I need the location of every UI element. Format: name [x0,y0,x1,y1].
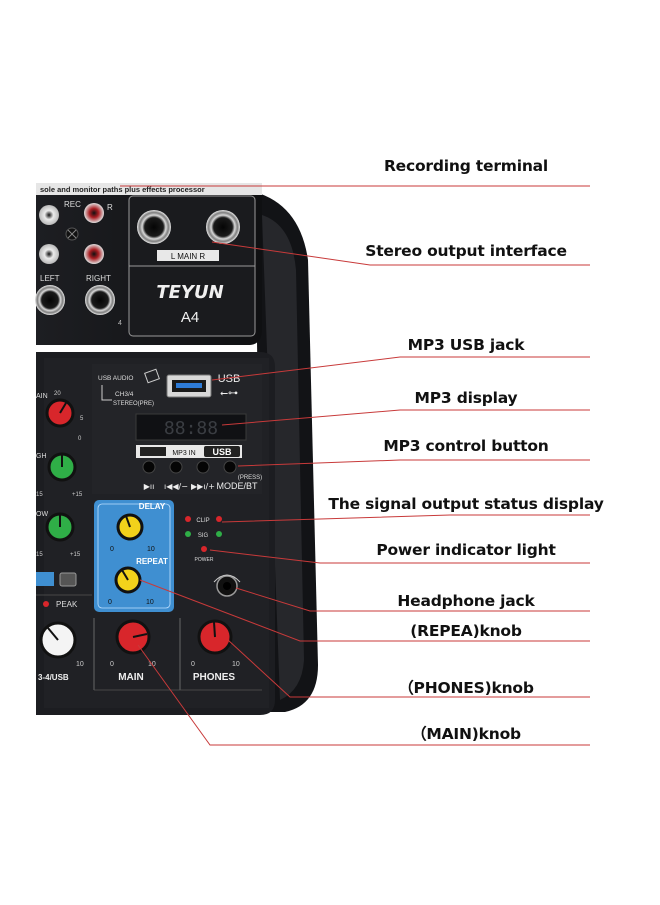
delay-label: DELAY [139,502,166,511]
usb-badge: USB [212,447,232,457]
low-scale-left: 15 [36,552,43,558]
ch4-label: 4 [118,320,122,327]
peak-label: PEAK [56,600,78,609]
repeat-scale-10: 10 [146,599,154,606]
callout-signal-status: The signal output status display [328,495,604,513]
callout-mp3-control-button: MP3 control button [383,437,549,455]
sig-label: SIG [198,533,209,539]
rca-rec-jacks [39,203,104,264]
line-signal-status [221,514,590,523]
callout-power-indicator: Power indicator light [376,541,556,559]
repeat-scale-0: 0 [108,599,112,606]
callout-mp3-display: MP3 display [414,389,518,407]
power-led [201,546,207,552]
brand-logo: TEYUN [156,282,223,303]
high-scale-left: 15 [36,492,43,498]
callout-repea-knob: (REPEA)knob [410,622,522,640]
mp3-control-buttons[interactable] [142,460,237,474]
main-scale-0: 0 [110,661,114,668]
line-repea-knob [139,579,590,642]
line-stereo-output [211,241,590,266]
rec-r-label: R [107,203,113,212]
phones-scale-10: 10 [232,661,240,668]
low-scale-right: +15 [70,552,81,558]
callout-headphone-jack: Headphone jack [397,592,535,610]
ch34-label: CH3/4 [115,391,134,398]
rec-label: REC [64,200,81,209]
gain-scale-0: 0 [78,436,82,442]
mode-bt-label: MODE/BT [216,481,258,491]
left-label: LEFT [40,274,60,283]
play-pause-button[interactable] [142,460,156,474]
prev-button[interactable] [169,460,183,474]
line-main-knob [137,644,590,746]
gain-scale-top: 20 [54,391,61,397]
line-mp3-display [221,409,590,426]
phones-scale-0: 0 [191,661,195,668]
callout-stereo-output: Stereo output interface [365,242,567,260]
gain-scale-5: 5 [80,416,84,422]
delay-scale-0: 0 [110,546,114,553]
usb-symbol-icon: ⭠⊶ [220,388,238,399]
clip-label: CLIP [196,518,209,524]
callout-recording-terminal: Recording terminal [383,157,549,175]
callout-mp3-usb-jack: MP3 USB jack [407,336,525,354]
mp3-display: 88:88 [164,418,218,439]
mute-button[interactable] [59,572,77,587]
low-label: OW [36,511,48,518]
line-mp3-usb-jack [211,356,590,381]
next-label: ▶▶ı/+ [191,482,215,491]
top-banner: sole and monitor paths plus effects proc… [40,185,205,194]
prev-label: ı◀◀/− [164,482,188,491]
usb-audio-label: USB AUDIO [98,375,133,382]
callout-main-knob: （MAIN)knob [411,725,521,743]
line-power-indicator [209,549,590,564]
sig-led-left [185,531,191,537]
mp3-in-label: MP3 IN [172,450,195,457]
ch-scale-10: 10 [76,661,84,668]
power-label: POWER [195,557,214,563]
mode-bt-button[interactable] [223,460,237,474]
callout-phones-knob: （PHONES)knob [398,679,534,697]
model-label: A4 [181,309,199,326]
high-scale-right: +15 [72,492,83,498]
next-button[interactable] [196,460,210,474]
line-phones-knob [227,639,590,698]
sig-led-right [216,531,222,537]
clip-led-right [216,516,222,522]
main-lr-label: L MAIN R [171,252,206,261]
line-input-jacks [35,285,115,315]
delay-scale-10: 10 [147,546,155,553]
stereo-pre-label: STEREO(PRE) [113,401,154,407]
high-label: GH [36,453,47,460]
callout-lines [120,185,590,746]
line-mp3-control-button [237,459,590,467]
clip-led-left [185,516,191,522]
gain-label: AIN [36,393,48,400]
play-pause-label: ▶ıı [144,482,155,491]
main-label: MAIN [118,672,144,683]
ch-usb-label: 3-4/USB [38,673,69,682]
phones-label: PHONES [193,672,236,683]
repeat-label: REPEAT [136,557,168,566]
press-label: (PRESS) [238,475,262,481]
right-label: RIGHT [86,274,111,283]
usb-label: USB [218,373,241,385]
peak-led [43,601,49,607]
line-headphone-jack [235,587,590,612]
main-output-jacks [137,210,240,244]
